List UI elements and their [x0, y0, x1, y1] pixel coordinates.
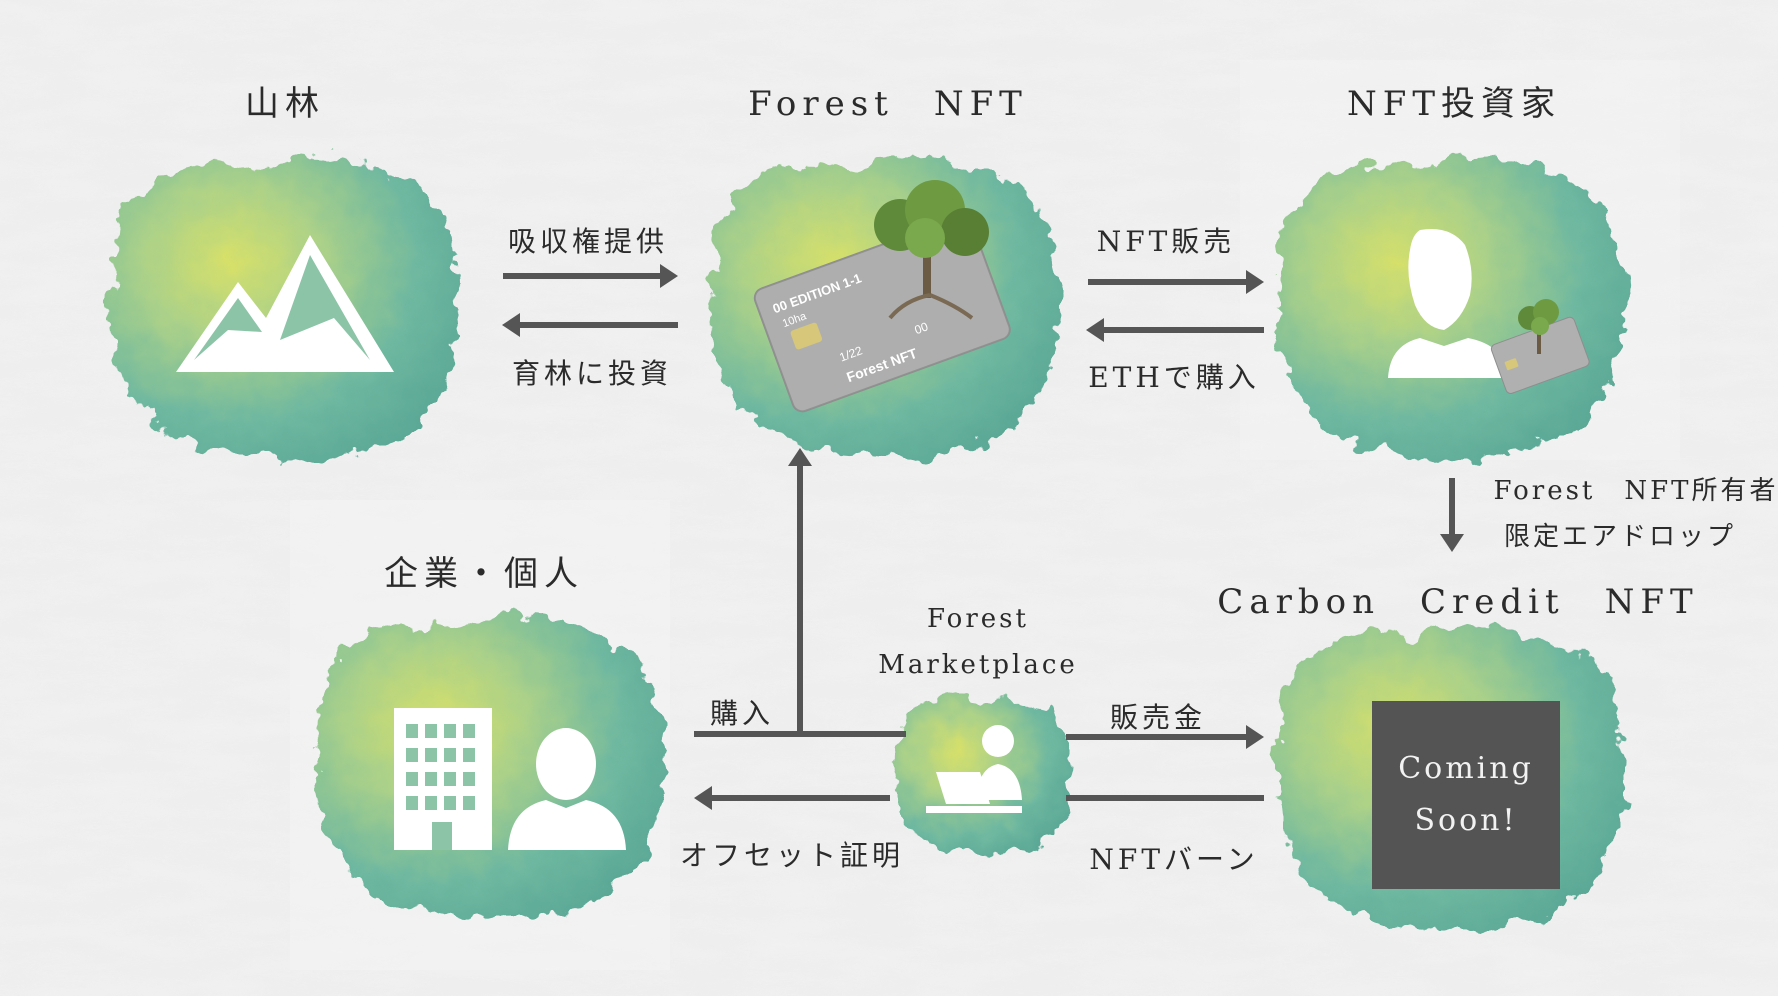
- coming-soon-line2: Soon!: [1414, 803, 1518, 838]
- credit-card-small-icon: [1490, 316, 1590, 394]
- arrow-eth-purchase: [1086, 318, 1264, 342]
- tree-icon: [874, 180, 989, 320]
- edge-label-offset-certificate: オフセット証明: [679, 839, 905, 872]
- edge-label-purchase: 購入: [709, 697, 775, 730]
- tree-small-icon: [1518, 299, 1559, 354]
- node-label-nft-investor: NFT投資家: [1346, 84, 1562, 124]
- arrow-airdrop: [1440, 478, 1464, 552]
- person-icon: [1388, 229, 1510, 378]
- coming-soon-box: Coming Soon!: [1372, 701, 1560, 889]
- mountain-icon: [176, 235, 394, 372]
- edge-label-sales-proceeds: 販売金: [1109, 701, 1207, 734]
- laptop-user-icon: [926, 725, 1022, 813]
- edge-label-eth-purchase: ETHで購入: [1088, 361, 1260, 394]
- edge-label-airdrop-line1: Forest NFT所有者: [1493, 476, 1778, 506]
- arrow-forest-investment: [502, 313, 678, 337]
- edge-label-absorption-rights: 吸収権提供: [507, 225, 669, 258]
- edge-label-nft-sale: NFT販売: [1096, 225, 1236, 258]
- arrow-sales-proceeds: [1066, 725, 1264, 749]
- arrow-purchase: [694, 448, 906, 737]
- arrow-nft-sale: [1088, 270, 1264, 294]
- node-label-forest-land: 山林: [245, 84, 325, 124]
- edge-label-nft-burn: NFTバーン: [1089, 843, 1259, 876]
- edge-label-forest-investment: 育林に投資: [511, 357, 673, 390]
- building-icon: [394, 708, 492, 850]
- node-label-marketplace-line2: Marketplace: [878, 650, 1078, 680]
- edge-label-airdrop-line2: 限定エアドロップ: [1503, 522, 1737, 552]
- svg-text:00: 00: [913, 319, 931, 337]
- arrows: [502, 264, 1464, 810]
- arrow-offset-certificate: [694, 786, 890, 810]
- coming-soon-line1: Coming: [1398, 751, 1534, 786]
- node-label-forest-nft: Forest NFT: [748, 84, 1028, 124]
- node-label-company-individual: 企業・個人: [384, 554, 584, 594]
- node-label-carbon-credit-nft: Carbon Credit NFT: [1217, 582, 1699, 622]
- node-label-marketplace-line1: Forest: [927, 604, 1029, 634]
- person-icon: [508, 728, 626, 850]
- arrow-absorption-rights: [503, 264, 678, 288]
